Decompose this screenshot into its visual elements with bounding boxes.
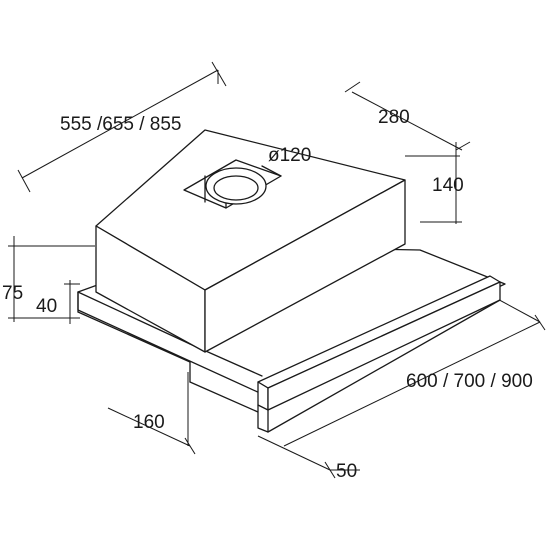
front-height-label: 75 xyxy=(2,283,24,304)
side-offset-label: 160 xyxy=(133,412,165,433)
hood-depth-label: 280 xyxy=(378,107,410,128)
visor xyxy=(257,275,501,433)
base-height-label: 40 xyxy=(36,296,58,317)
hood-body xyxy=(95,129,406,353)
visor-depth-label: 50 xyxy=(336,461,358,482)
cabinet-width-label: 600 / 700 / 900 xyxy=(406,371,533,392)
hood-height-label: 140 xyxy=(432,175,464,196)
dimension-lines xyxy=(8,61,546,479)
duct-collar xyxy=(183,159,282,209)
duct-diameter-label: ø120 xyxy=(268,145,312,166)
hood-width-label: 555 /655 / 855 xyxy=(60,114,182,135)
